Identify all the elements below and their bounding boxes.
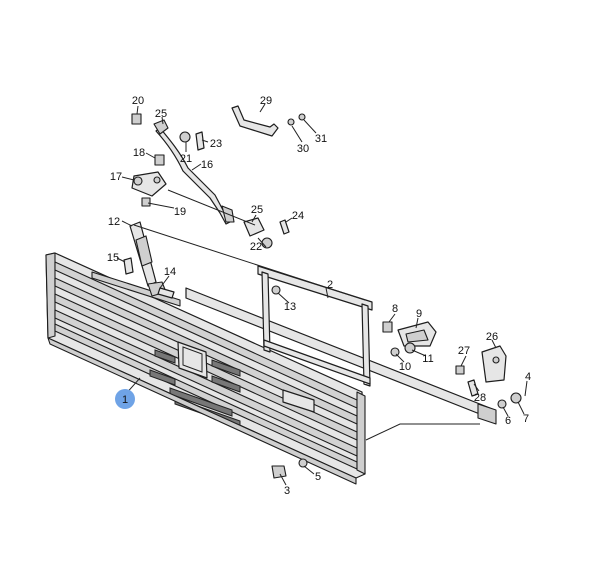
callout-22: 22: [250, 241, 262, 253]
highlight-marker: [115, 389, 135, 409]
grille: [45, 252, 366, 485]
callout-4: 4: [525, 371, 531, 383]
callout-30: 30: [297, 143, 309, 155]
callout-7: 7: [523, 413, 529, 425]
callout-25-lower: 25: [251, 204, 263, 216]
fasteners: [131, 113, 522, 479]
callout-24: 24: [292, 210, 304, 222]
hood-prop-rod: [153, 119, 235, 225]
callout-23: 23: [210, 138, 222, 150]
callout-21: 21: [180, 153, 192, 165]
callout-29: 29: [260, 95, 272, 107]
callout-16: 16: [201, 159, 213, 171]
callout-1: 1: [122, 394, 128, 406]
callout-28: 28: [474, 392, 486, 404]
bracket-26: [481, 345, 507, 383]
gas-strut: [129, 221, 175, 299]
callout-13: 13: [284, 301, 296, 313]
bracket-17: [131, 171, 167, 197]
callouts: 1 2 3 4 5 6 7 8 9 10 11 12 13 14 15 16 1…: [107, 95, 531, 497]
callout-19: 19: [174, 206, 186, 218]
callout-2: 2: [327, 279, 333, 291]
callout-5: 5: [315, 471, 321, 483]
clip-25-lower: [243, 217, 265, 237]
pin-15: [123, 257, 134, 275]
callout-12: 12: [108, 216, 120, 228]
handle: [231, 105, 279, 137]
pin-24: [279, 219, 290, 235]
callout-20: 20: [132, 95, 144, 107]
callout-15: 15: [107, 252, 119, 264]
callout-10: 10: [399, 361, 411, 373]
callout-9: 9: [416, 308, 422, 320]
callout-8: 8: [392, 303, 398, 315]
callout-3: 3: [284, 485, 290, 497]
callout-17: 17: [110, 171, 122, 183]
latch-9: [397, 321, 437, 347]
callout-6: 6: [505, 415, 511, 427]
callout-26: 26: [486, 331, 498, 343]
callout-14: 14: [164, 266, 176, 278]
callout-25-upper: 25: [155, 108, 167, 120]
callout-11: 11: [422, 353, 433, 365]
callout-18: 18: [133, 147, 145, 159]
callout-27: 27: [458, 345, 470, 357]
callout-31: 31: [315, 133, 327, 145]
leader-lines: [116, 103, 528, 486]
